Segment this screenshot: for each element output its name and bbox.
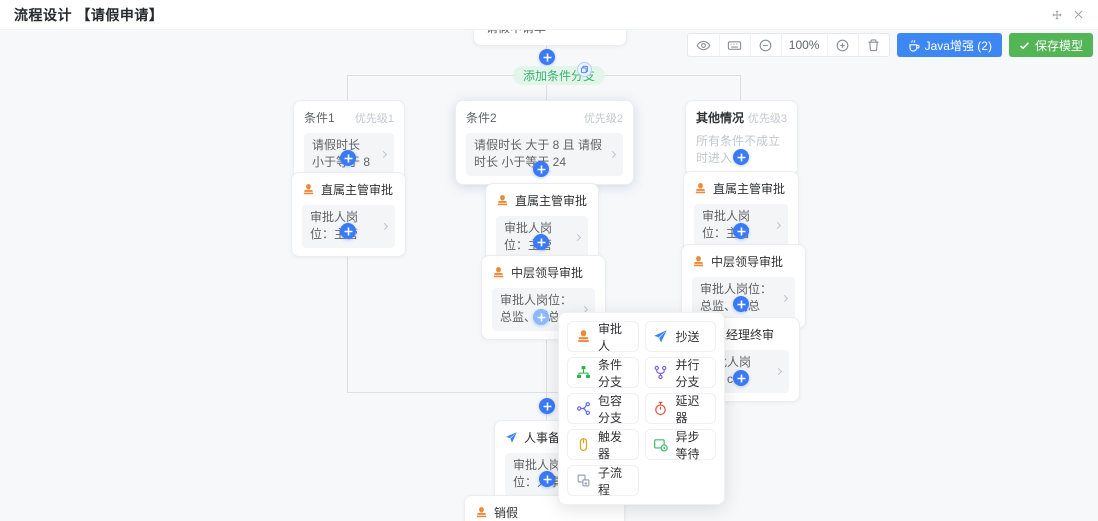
eye-icon	[696, 40, 711, 50]
menu-item-label: 审批人	[598, 321, 623, 353]
cc-plane-icon	[506, 432, 517, 443]
approval-title: 直属主管审批	[713, 182, 786, 196]
preview-button[interactable]	[688, 34, 719, 56]
connector-line	[348, 392, 741, 393]
add-node-button[interactable]	[340, 150, 356, 166]
java-enhance-label: Java增强 (2)	[924, 38, 992, 53]
menu-item-parallel-branch[interactable]: 并行分支	[644, 357, 716, 389]
approval-node[interactable]: 直属主管审批 审批人岗位：主管	[485, 183, 599, 268]
add-node-button[interactable]	[733, 223, 749, 239]
add-node-button-active[interactable]	[533, 309, 549, 325]
menu-item-label: 子流程	[598, 465, 623, 497]
chevron-right-icon	[774, 367, 783, 375]
menu-item-approver[interactable]: 审批人	[567, 321, 639, 353]
menu-item-async-wait[interactable]: 异步等待	[644, 429, 716, 461]
add-node-button[interactable]	[733, 296, 749, 312]
approval-node[interactable]: 直属主管审批 审批人岗位：主管	[291, 172, 406, 257]
titlebar-actions	[1051, 9, 1084, 21]
keyboard-icon	[727, 40, 742, 50]
approval-title: 中层领导审批	[711, 255, 784, 269]
approval-title: 直属主管审批	[515, 194, 588, 208]
chevron-right-icon	[379, 150, 388, 158]
check-icon	[1020, 41, 1029, 49]
menu-item-delay[interactable]: 延迟器	[644, 393, 716, 425]
zoom-out-icon	[759, 39, 772, 51]
menu-item-condition-branch[interactable]: 条件分支	[567, 357, 639, 389]
copy-icon	[581, 65, 588, 74]
add-node-button[interactable]	[539, 471, 555, 487]
menu-item-subprocess[interactable]: 子流程	[567, 465, 639, 497]
menu-item-label: 抄送	[675, 330, 700, 344]
approval-title: 直属主管审批	[321, 183, 394, 197]
add-node-button[interactable]	[539, 49, 555, 65]
cc-plane-icon	[653, 329, 669, 344]
menu-item-cc[interactable]: 抄送	[644, 321, 716, 352]
fullscreen-icon[interactable]	[1051, 9, 1063, 21]
condition-description: 所有条件不成立时进入	[696, 134, 781, 165]
subprocess-icon	[575, 473, 591, 488]
keyboard-shortcuts-button[interactable]	[718, 34, 750, 56]
chevron-right-icon	[573, 233, 582, 241]
save-model-button[interactable]: 保存模型	[1008, 33, 1093, 57]
chevron-right-icon	[608, 150, 617, 158]
approver-stamp-icon	[493, 267, 504, 278]
chevron-right-icon	[773, 221, 782, 229]
add-node-popup: 审批人 抄送 条件分支 并行分支	[558, 312, 725, 505]
approver-stamp-icon	[695, 183, 706, 194]
zoom-out-button[interactable]	[749, 34, 781, 56]
approval-title: 总经理终审	[714, 328, 775, 342]
copy-branch-button[interactable]	[577, 62, 592, 77]
chevron-right-icon	[380, 222, 389, 230]
delete-button[interactable]	[857, 34, 889, 56]
add-node-button[interactable]	[533, 234, 549, 250]
menu-item-trigger[interactable]: 触发器	[567, 429, 639, 461]
page-title: 流程设计 【请假申请】	[14, 6, 164, 23]
menu-item-label: 并行分支	[675, 357, 700, 389]
approver-stamp-icon	[693, 256, 704, 267]
close-icon[interactable]	[1073, 9, 1084, 20]
condition-priority: 优先级2	[583, 112, 623, 125]
condition-title: 其他情况	[696, 111, 745, 125]
zoom-level: 100%	[780, 34, 827, 56]
condition-priority: 优先级1	[354, 112, 394, 125]
condition-node-1[interactable]: 条件1 优先级1 请假时长 小于等于 8	[293, 100, 405, 185]
titlebar: 流程设计 【请假申请】	[0, 0, 1098, 30]
approver-stamp-icon	[476, 507, 487, 518]
zoom-in-icon	[836, 39, 849, 51]
menu-item-label: 包容分支	[598, 393, 623, 425]
view-tool-group: 100%	[686, 33, 890, 57]
approver-stamp-icon	[497, 195, 508, 206]
java-enhance-button[interactable]: Java增强 (2)	[896, 33, 1002, 57]
java-cup-icon	[909, 39, 920, 52]
approver-stamp-icon	[303, 184, 314, 195]
parallel-branch-icon	[653, 365, 669, 380]
save-model-label: 保存模型	[1034, 38, 1083, 53]
menu-item-label: 异步等待	[675, 429, 700, 461]
condition-branch-icon	[575, 365, 591, 380]
delay-timer-icon	[653, 401, 669, 416]
add-node-button[interactable]	[733, 370, 749, 386]
zoom-in-button[interactable]	[826, 34, 858, 56]
end-node-title: 销假	[494, 506, 519, 520]
add-node-button[interactable]	[340, 223, 356, 239]
menu-item-label: 条件分支	[598, 357, 623, 389]
menu-item-label: 延迟器	[675, 393, 700, 425]
menu-item-inclusive-branch[interactable]: 包容分支	[567, 393, 639, 425]
async-wait-icon	[653, 437, 669, 452]
chevron-right-icon	[780, 294, 789, 302]
trash-icon	[868, 38, 879, 51]
inclusive-branch-icon	[575, 401, 591, 416]
condition-title: 条件1	[304, 111, 335, 125]
approver-stamp-icon	[575, 329, 591, 344]
menu-item-label: 触发器	[598, 429, 623, 461]
add-node-button[interactable]	[533, 161, 549, 177]
add-node-button[interactable]	[733, 149, 749, 165]
add-node-button[interactable]	[539, 398, 555, 414]
canvas-toolbar: 100% Java增强 (2) 保存模型	[686, 33, 1093, 57]
condition-priority: 优先级3	[747, 112, 787, 125]
condition-title: 条件2	[466, 111, 497, 125]
approval-title: 中层领导审批	[511, 266, 584, 280]
trigger-mouse-icon	[575, 437, 591, 452]
